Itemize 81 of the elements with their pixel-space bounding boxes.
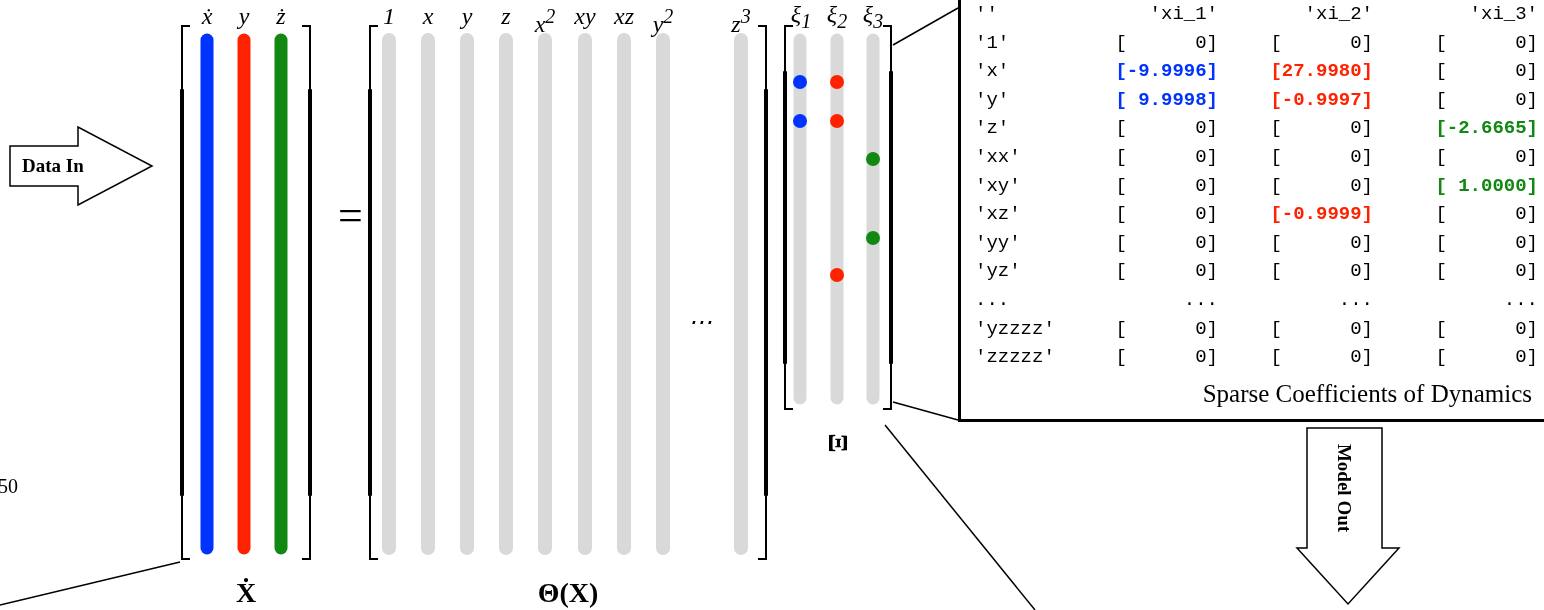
column-header: y$^{2}$ (652, 4, 674, 36)
column-header: 1 (383, 4, 395, 28)
value-cell: [ 0] (1115, 346, 1218, 369)
row-label: '1' (975, 31, 1010, 54)
column-header: z (501, 4, 511, 28)
ellipsis: ⋯ (688, 310, 712, 334)
column-header: 'xi_3' (1469, 3, 1538, 25)
column-header: '' (975, 3, 998, 25)
value-cell: [ 0] (1115, 174, 1218, 197)
value-cell: [-9.9996] (1115, 60, 1218, 83)
value-cell: [-2.6665] (1435, 117, 1538, 140)
column-header: ξ$_{3}$ (862, 2, 884, 33)
value-cell: [ 0] (1435, 203, 1538, 226)
axis-tick-label: 50 (0, 475, 18, 498)
row-label: 'y' (975, 88, 1010, 111)
value-cell: [ 0] (1435, 60, 1538, 83)
value-cell: [ 0] (1270, 260, 1373, 283)
column-header: xz (614, 4, 634, 28)
table-panel (958, 0, 1544, 422)
value-cell: [ 0] (1115, 31, 1218, 54)
column-header: ẋ (201, 4, 213, 28)
arrow-label: Model Out (1333, 443, 1355, 533)
row-label: 'xy' (975, 174, 1021, 197)
value-cell: ... (1503, 289, 1538, 311)
column-header: xy (574, 4, 596, 28)
row-label: ... (975, 289, 1010, 311)
column-header: z$^{3}$ (731, 4, 751, 36)
column-header: 'xi_1' (1149, 3, 1218, 25)
value-cell: [ 9.9998] (1115, 88, 1218, 111)
value-cell: [ 0] (1115, 231, 1218, 254)
column-header: x (422, 4, 434, 28)
value-cell: [ 0] (1270, 117, 1373, 140)
matrix-name: Ξ (823, 433, 853, 453)
value-cell: [ 0] (1270, 31, 1373, 54)
zoom-line (892, 7, 959, 46)
row-label: 'zzzzz' (975, 346, 1055, 369)
value-cell: [ 0] (1435, 317, 1538, 340)
column-header: ξ$_{2}$ (826, 2, 848, 33)
value-cell: [ 0] (1270, 174, 1373, 197)
column-header: y (461, 4, 473, 28)
value-cell: [ 0] (1435, 346, 1538, 369)
column-header: x$^{2}$ (534, 4, 556, 36)
column-header: ξ$_{1}$ (790, 2, 812, 33)
value-cell: [ 0] (1435, 88, 1538, 111)
value-cell: [ 0] (1435, 231, 1538, 254)
column-header: y (238, 4, 250, 28)
matrix-name: Θ(X) (537, 578, 599, 608)
value-cell: [ 0] (1435, 260, 1538, 283)
row-label: 'z' (975, 117, 1010, 140)
value-cell: [ 1.0000] (1435, 174, 1538, 197)
zoom-line (892, 401, 959, 421)
column-header: ż (276, 4, 286, 28)
value-cell: [ 0] (1270, 231, 1373, 254)
value-cell: [ 0] (1270, 146, 1373, 168)
value-cell: [ 0] (1115, 260, 1218, 283)
value-cell: [ 0] (1115, 117, 1218, 140)
row-label: 'xx' (975, 146, 1021, 168)
zoom-line (884, 424, 1036, 610)
value-cell: [ 0] (1115, 317, 1218, 340)
value-cell: ... (1338, 289, 1373, 311)
value-cell: [ 0] (1115, 203, 1218, 226)
column-header: 'xi_2' (1304, 3, 1373, 25)
value-cell: [ 0] (1115, 146, 1218, 168)
row-label: 'x' (975, 60, 1010, 83)
value-cell: [-0.9997] (1270, 88, 1373, 111)
row-label: 'xz' (975, 203, 1021, 226)
arrow-label: Data In (22, 155, 84, 177)
row-label: 'yz' (975, 260, 1021, 283)
value-cell: [ 0] (1270, 346, 1373, 369)
value-cell: [ 0] (1270, 317, 1373, 340)
value-cell: [27.9980] (1270, 60, 1373, 83)
row-label: 'yy' (975, 231, 1021, 254)
zoom-line (0, 561, 181, 606)
value-cell: [ 0] (1435, 31, 1538, 54)
matrix-name: Ẋ (235, 578, 257, 608)
value-cell: [ 0] (1435, 146, 1538, 168)
table-caption: Sparse Coefficients of Dynamics (1202, 380, 1532, 408)
equals-sign: = (338, 190, 363, 241)
row-label: 'yzzzz' (975, 317, 1055, 340)
value-cell: ... (1183, 289, 1218, 311)
value-cell: [-0.9999] (1270, 203, 1373, 226)
